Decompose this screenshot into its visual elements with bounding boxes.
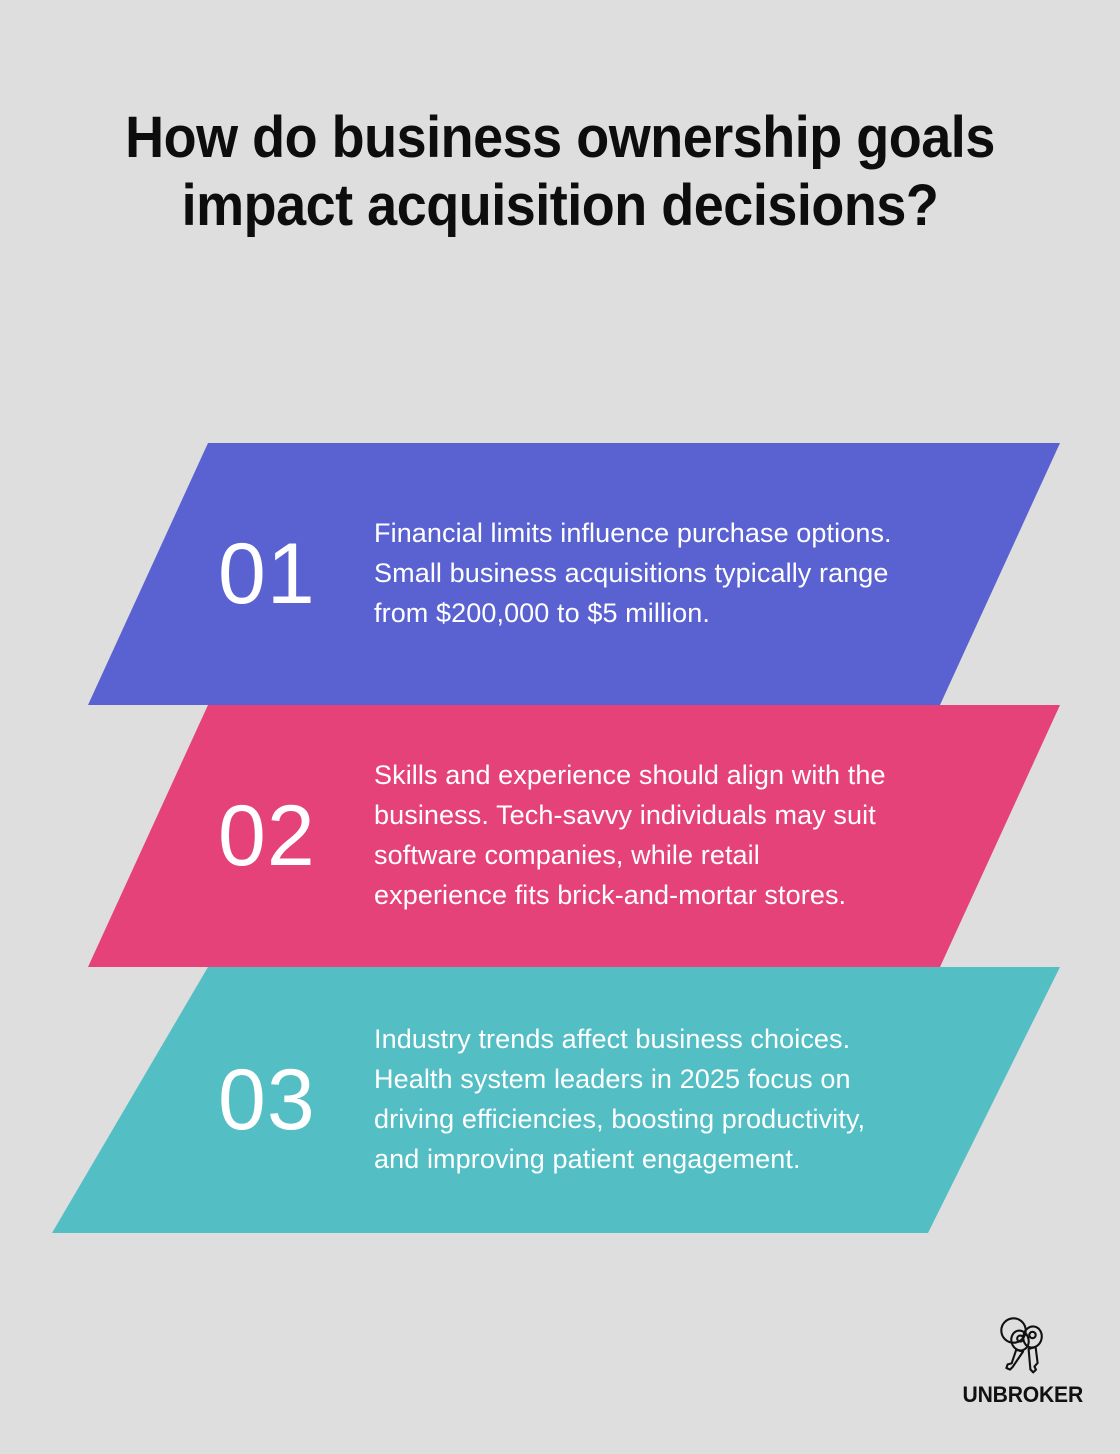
- card-content-1: 01 Financial limits influence purchase o…: [0, 443, 1120, 705]
- list-item: 03 Industry trends affect business choic…: [0, 967, 1120, 1233]
- step-number: 01: [218, 526, 316, 622]
- step-number: 02: [218, 788, 316, 884]
- card-background-2: [88, 705, 1060, 967]
- list-item: 01 Financial limits influence purchase o…: [0, 443, 1120, 705]
- step-description: Financial limits influence purchase opti…: [374, 518, 892, 628]
- brand-logo: UNBROKER: [960, 1316, 1086, 1408]
- step-description: Industry trends affect business choices.…: [374, 1024, 866, 1174]
- card-background-1: [88, 443, 1060, 705]
- page-title: How do business ownership goals impact a…: [125, 105, 995, 238]
- card-content-3: 03 Industry trends affect business choic…: [0, 967, 1120, 1233]
- steps-list: 01 Financial limits influence purchase o…: [0, 443, 1120, 1233]
- card-content-2: 02 Skills and experience should align wi…: [0, 705, 1120, 967]
- list-item: 02 Skills and experience should align wi…: [0, 705, 1120, 967]
- step-description: Skills and experience should align with …: [374, 760, 886, 910]
- keys-icon: [1000, 1317, 1044, 1374]
- logo-wordmark: UNBROKER: [962, 1382, 1084, 1407]
- step-number: 03: [218, 1052, 316, 1148]
- card-background-3: [52, 967, 1060, 1233]
